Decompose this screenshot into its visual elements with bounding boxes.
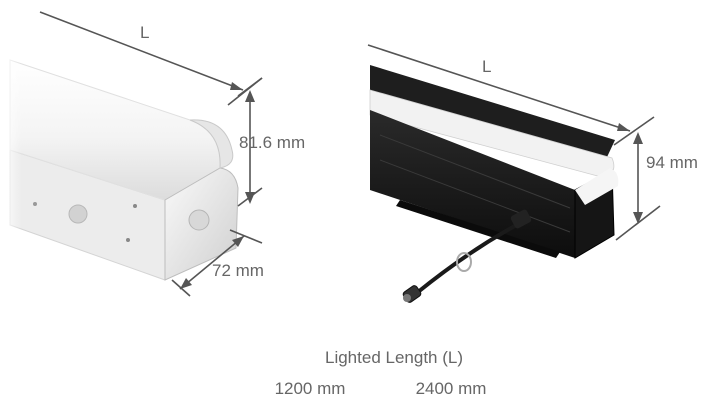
left-height-dimension: 81.6 mm <box>237 77 305 207</box>
screw-dot <box>133 204 137 208</box>
cable-tie-icon <box>456 252 472 272</box>
left-depth-label: 72 mm <box>212 261 264 280</box>
lighted-length-caption: Lighted Length (L) 1200 mm 2400 mm <box>275 348 487 398</box>
left-length-label: L <box>140 23 149 42</box>
screw-dot <box>126 238 130 242</box>
caption-option-2400: 2400 mm <box>416 379 487 398</box>
right-length-dimension: L <box>367 44 655 146</box>
left-depth-dimension: 72 mm <box>171 229 264 297</box>
left-fixture <box>0 40 239 300</box>
right-height-dimension: 94 mm <box>615 132 698 241</box>
knockout-hole <box>188 209 210 231</box>
left-fixture-cap-top <box>189 119 234 169</box>
right-fixture <box>355 40 619 270</box>
caption-option-1200: 1200 mm <box>275 379 346 398</box>
right-length-label: L <box>482 57 491 76</box>
left-height-label: 81.6 mm <box>239 133 305 152</box>
caption-title: Lighted Length (L) <box>325 348 463 367</box>
power-cable <box>402 209 532 303</box>
right-height-label: 94 mm <box>646 153 698 172</box>
